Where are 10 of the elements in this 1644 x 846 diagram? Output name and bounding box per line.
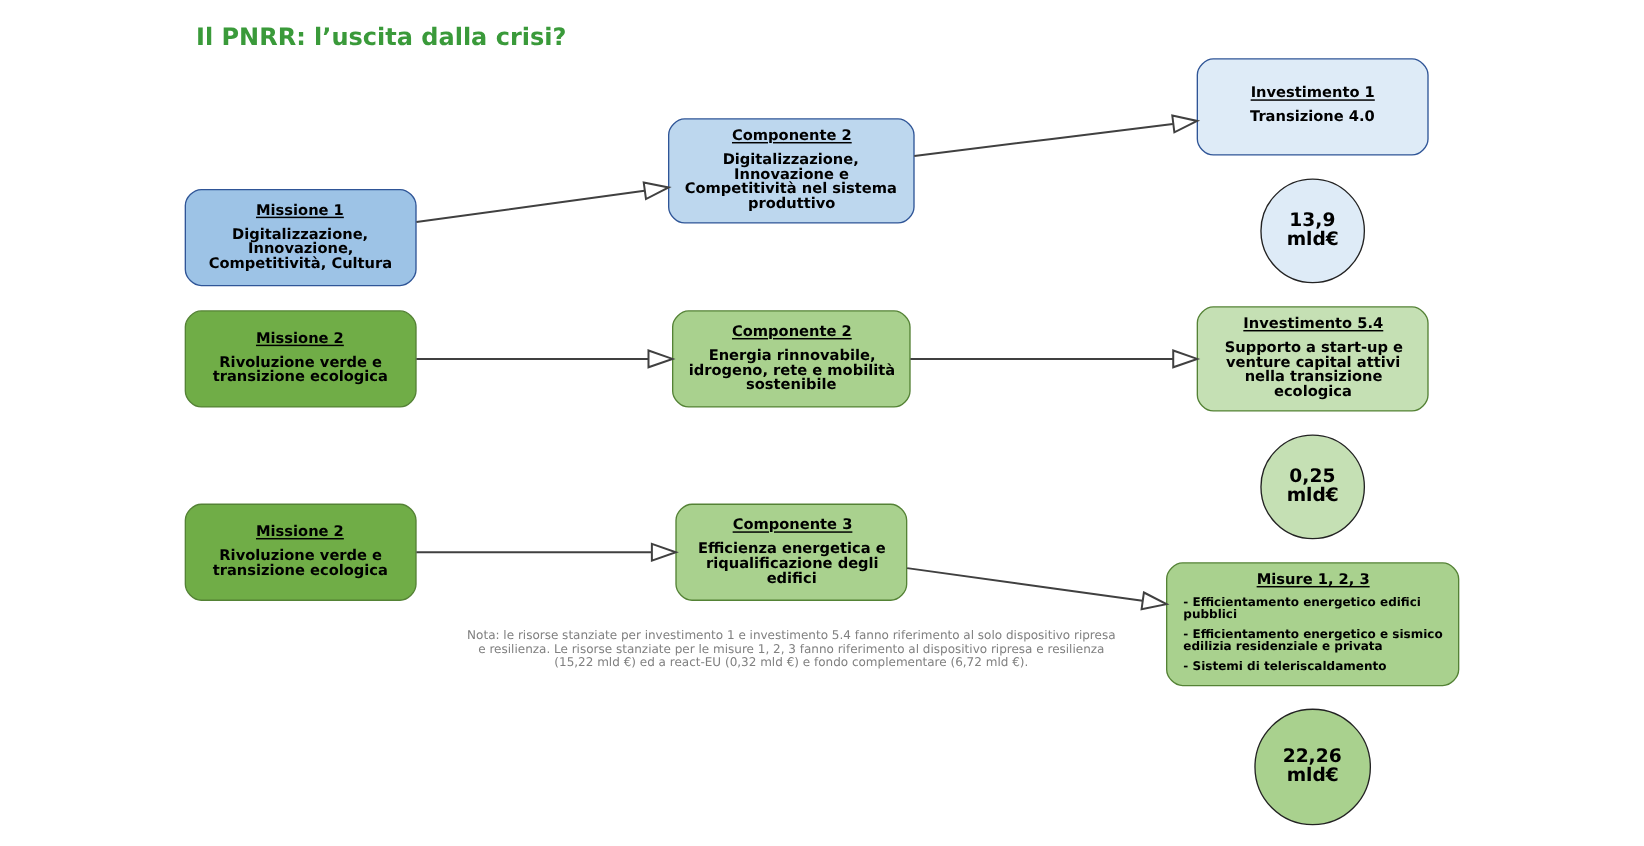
node-circle: 22,26 mld€ <box>1254 708 1372 826</box>
arrow <box>415 181 672 223</box>
node-circle: 13,9 mld€ <box>1260 178 1366 284</box>
node-circle: 0,25 mld€ <box>1260 434 1366 540</box>
arrow <box>909 349 1201 369</box>
arrow <box>913 114 1201 157</box>
arrow <box>906 567 1170 611</box>
arrow <box>415 542 679 563</box>
arrow <box>415 349 676 369</box>
diagram-title: Il PNRR: l’uscita dalla crisi? <box>196 22 567 51</box>
